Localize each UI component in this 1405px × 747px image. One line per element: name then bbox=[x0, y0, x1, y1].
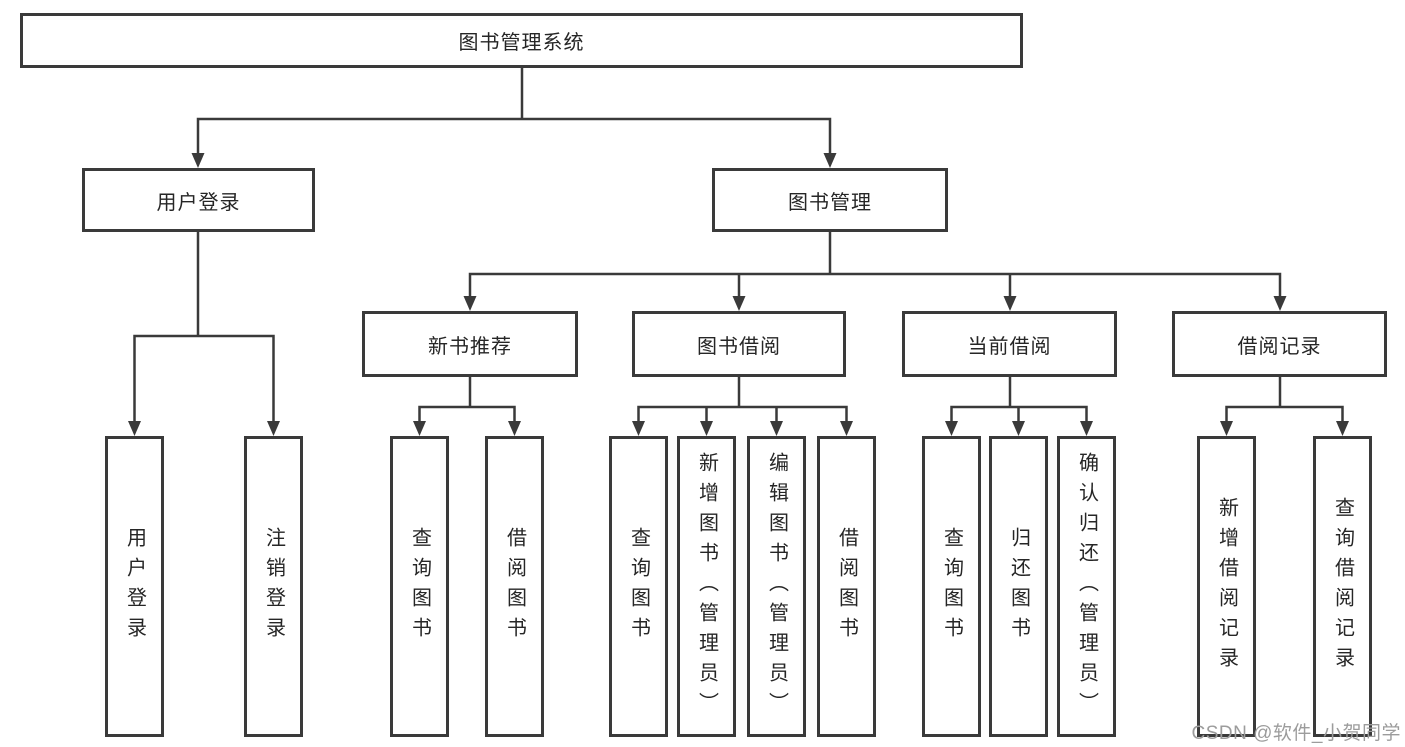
csdn-watermark: CSDN @软件_小贺同学 bbox=[1191, 723, 1401, 744]
node-leaf-logout-label: 注销登录 bbox=[262, 526, 285, 647]
node-leaf-current-return-label: 归还图书 bbox=[1007, 526, 1030, 647]
node-leaf-record-add: 新增借阅记录 bbox=[1197, 436, 1256, 737]
node-leaf-borrow-borrow: 借阅图书 bbox=[817, 436, 876, 737]
node-leaf-borrow-edit-admin-label: 编辑图书（管理员） bbox=[765, 451, 788, 722]
node-current-borrow-label: 当前借阅 bbox=[967, 335, 1052, 358]
node-leaf-borrow-borrow-label: 借阅图书 bbox=[835, 526, 858, 647]
node-leaf-current-confirm-admin: 确认归还（管理员） bbox=[1057, 436, 1116, 737]
node-leaf-borrow-query: 查询图书 bbox=[609, 436, 668, 737]
arrowheads bbox=[128, 153, 1349, 436]
node-root: 图书管理系统 bbox=[20, 13, 1023, 68]
node-leaf-logout: 注销登录 bbox=[244, 436, 303, 737]
node-user-login-label: 用户登录 bbox=[156, 191, 241, 214]
node-book-management-label: 图书管理 bbox=[788, 191, 872, 214]
node-leaf-current-query: 查询图书 bbox=[922, 436, 981, 737]
node-book-borrow-label: 图书借阅 bbox=[697, 335, 781, 358]
node-user-login: 用户登录 bbox=[82, 168, 315, 232]
node-leaf-borrow-add-admin: 新增图书（管理员） bbox=[677, 436, 736, 737]
node-borrow-records: 借阅记录 bbox=[1172, 311, 1387, 377]
node-borrow-records-label: 借阅记录 bbox=[1237, 335, 1322, 358]
node-leaf-current-confirm-admin-label: 确认归还（管理员） bbox=[1075, 451, 1098, 722]
node-leaf-borrow-add-admin-label: 新增图书（管理员） bbox=[695, 451, 718, 722]
node-new-book-recommend: 新书推荐 bbox=[362, 311, 578, 377]
node-leaf-record-query: 查询借阅记录 bbox=[1313, 436, 1372, 737]
node-new-book-recommend-label: 新书推荐 bbox=[428, 335, 512, 358]
node-leaf-user-login: 用户登录 bbox=[105, 436, 164, 737]
node-leaf-borrow-edit-admin: 编辑图书（管理员） bbox=[747, 436, 806, 737]
node-leaf-newbook-query-label: 查询图书 bbox=[408, 526, 431, 647]
node-leaf-record-query-label: 查询借阅记录 bbox=[1331, 496, 1354, 677]
node-book-management: 图书管理 bbox=[712, 168, 948, 232]
node-root-label: 图书管理系统 bbox=[458, 32, 585, 54]
node-leaf-borrow-query-label: 查询图书 bbox=[627, 526, 650, 647]
node-leaf-current-query-label: 查询图书 bbox=[940, 526, 963, 647]
node-leaf-record-add-label: 新增借阅记录 bbox=[1215, 496, 1238, 677]
node-leaf-newbook-borrow-label: 借阅图书 bbox=[503, 526, 526, 647]
node-book-borrow: 图书借阅 bbox=[632, 311, 846, 377]
node-leaf-current-return: 归还图书 bbox=[989, 436, 1048, 737]
node-leaf-newbook-query: 查询图书 bbox=[390, 436, 449, 737]
node-leaf-user-login-label: 用户登录 bbox=[123, 526, 146, 647]
node-current-borrow: 当前借阅 bbox=[902, 311, 1117, 377]
node-leaf-newbook-borrow: 借阅图书 bbox=[485, 436, 544, 737]
